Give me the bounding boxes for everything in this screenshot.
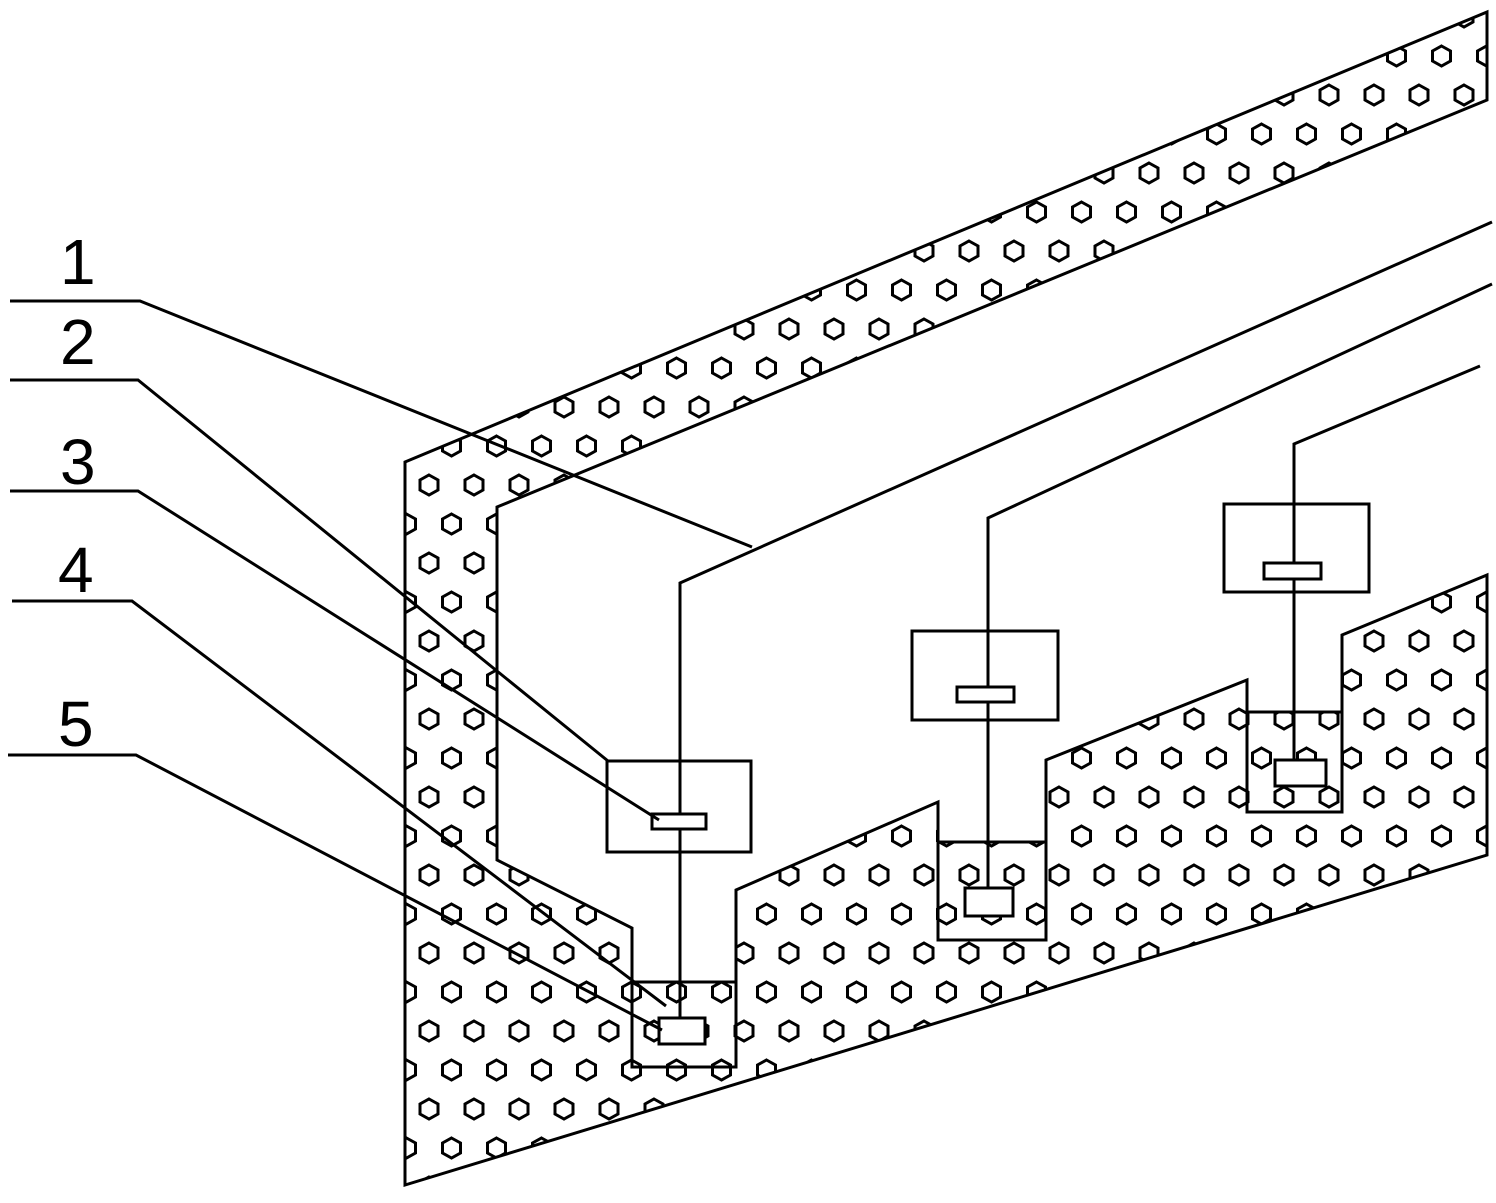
housing-box-2	[910, 629, 1060, 722]
hatched-wall-structure	[403, 9, 1489, 1188]
label-4: 4	[58, 534, 94, 606]
leader-line-4	[12, 599, 667, 1008]
sensor-element-1	[650, 812, 708, 831]
channel-recess-2	[936, 840, 1048, 942]
sensor-element-3	[1262, 561, 1323, 581]
cable-2	[986, 282, 1493, 888]
label-3: 3	[60, 426, 96, 498]
label-5: 5	[58, 688, 94, 760]
leader-line-2	[10, 378, 609, 763]
channel-recess-1	[630, 980, 738, 1069]
leader-line-1	[10, 299, 753, 549]
probe-block-3	[1273, 758, 1328, 788]
label-1: 1	[60, 226, 96, 298]
cable-3	[1292, 364, 1481, 760]
housing-box-3	[1222, 502, 1371, 594]
sensor-element-2	[955, 685, 1016, 704]
leader-line-5	[8, 753, 663, 1032]
label-2: 2	[60, 306, 96, 378]
leader-line-3	[10, 489, 660, 822]
probe-block-2	[963, 886, 1015, 918]
probe-block-1	[657, 1016, 707, 1046]
